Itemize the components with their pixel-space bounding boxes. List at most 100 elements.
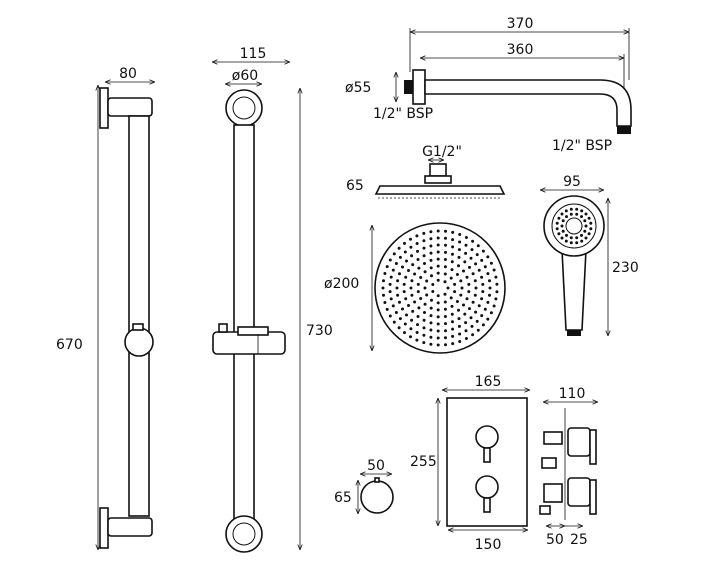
nozzle-dot [398,255,402,259]
dim-label-head-height: 65 [346,178,364,194]
nozzle-dot [422,231,426,235]
nozzle-dot [398,317,402,321]
nozzle-dot [492,268,496,272]
nozzle-dot [561,219,565,223]
nozzle-dot [464,251,468,255]
nozzle-dot [460,286,464,290]
nozzle-dot [470,248,474,252]
nozzle-dot [425,279,429,283]
nozzle-dot [449,296,453,300]
dim-label-arm-overall: 370 [507,16,534,32]
nozzle-dot [409,286,413,290]
nozzle-dot [468,265,471,269]
nozzle-dot [419,276,423,279]
nozzle-dot [388,258,392,262]
nozzle-dot [471,333,475,337]
nozzle-dot [443,272,447,276]
nozzle-dot [446,286,450,290]
nozzle-dot [404,275,408,279]
arm-inlet-thread [404,80,413,94]
nozzle-dot [565,233,568,237]
nozzle-dot [455,300,459,303]
nozzle-dot [415,234,419,238]
nozzle-dot [425,293,429,297]
dim-label-rail-front-width: 115 [240,46,267,62]
nozzle-dot [474,310,478,314]
nozzle-dot [481,282,485,286]
rail-tube [128,115,150,517]
slider-knob [124,327,154,357]
nozzle-dot [569,241,573,245]
nozzle-dot [385,307,389,311]
nozzle-dot [401,307,404,311]
nozzle-dot [443,280,447,284]
nozzle-dot [587,216,591,220]
nozzle-dot [463,312,467,316]
nozzle-dot [557,216,561,220]
nozzle-dot [450,304,454,308]
valve-lever-lower [589,479,597,515]
nozzle-dot [457,248,461,252]
nozzle-dot [480,297,484,301]
nozzle-dot [483,307,487,311]
nozzle-dot [575,236,579,240]
nozzle-dot [409,237,412,241]
nozzle-dot [429,266,433,270]
nozzle-dot [481,290,485,294]
mount-bottom-inner [232,522,256,546]
nozzle-dot [405,259,408,263]
nozzle-dot [464,243,468,247]
nozzle-dot [489,311,493,315]
nozzle-dot [422,246,426,250]
nozzle-dot [444,236,447,240]
nozzle-dot [444,329,447,333]
nozzle-dot [388,290,392,294]
hand-shower-thread [567,330,581,336]
nozzle-dot [444,229,447,233]
nozzle-dot [443,307,447,311]
nozzle-dot [444,243,447,247]
nozzle-dot [481,323,485,327]
nozzle-dot [398,272,401,276]
nozzle-dot [470,324,474,328]
valve-port-2 [541,457,557,469]
dim-label-plate-bottom: 150 [475,537,502,553]
hand-shower-center [565,217,583,235]
nozzle-dot [584,224,588,228]
nozzle-dot [416,290,420,294]
nozzle-dot [463,260,467,264]
dim-label-valve-depth-b: 25 [570,532,588,548]
nozzle-dot [451,327,455,331]
dim-label-rail-side-height: 670 [56,337,83,353]
nozzle-dot [480,275,484,279]
nozzle-dot [444,343,447,347]
control-lever-upper [483,447,491,463]
nozzle-dot [451,334,455,338]
wall-outlet: 50 65 [334,458,394,514]
nozzle-dot [423,286,427,290]
nozzle-dot [473,279,477,283]
nozzle-dot [465,275,469,279]
dim-label-outlet-height: 65 [334,490,352,506]
nozzle-dot [410,293,414,297]
nozzle-dot [396,279,400,283]
nozzle-dot [429,342,433,346]
nozzle-dot [409,335,412,339]
nozzle-dot [486,317,490,321]
nozzle-dot [416,323,419,327]
nozzle-dot [429,306,433,310]
outlet-body [360,480,394,514]
nozzle-dot [565,215,568,219]
nozzle-dot [422,254,426,258]
nozzle-dot [410,279,414,283]
head-body-side [374,185,506,195]
nozzle-dot [397,326,401,330]
nozzle-dot [580,233,583,237]
nozzle-dot [443,258,447,261]
nozzle-dot [416,315,420,318]
nozzle-dot [413,300,417,304]
nozzle-dot [436,243,440,247]
valve-body-side: 110 50 25 [539,386,598,548]
nozzle-dot [429,321,433,325]
